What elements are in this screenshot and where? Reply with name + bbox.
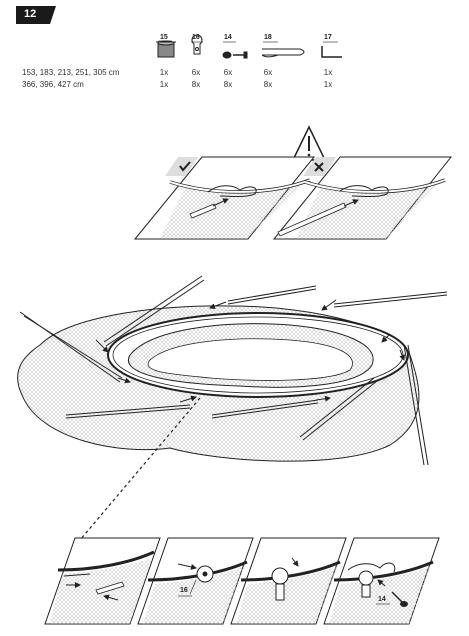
part-number-14: 14 bbox=[224, 34, 232, 41]
loop-cord-icon bbox=[261, 48, 305, 58]
detail-pointer-line bbox=[79, 397, 201, 541]
qty-cell: 8x bbox=[191, 80, 201, 89]
step-badge-shape bbox=[16, 6, 56, 24]
part-number-15: 15 bbox=[160, 34, 168, 41]
part-number-16: 16 bbox=[192, 34, 200, 41]
qty-cell: 1x bbox=[159, 68, 169, 77]
warning-icon bbox=[291, 125, 327, 161]
callout-screw: 14 bbox=[378, 596, 386, 603]
part-number-18: 18 bbox=[264, 34, 272, 41]
size-row-label: 366, 396, 427 cm bbox=[22, 80, 84, 89]
qty-cell: 1x bbox=[323, 80, 333, 89]
screw-nut-icon bbox=[222, 51, 248, 59]
qty-cell: 6x bbox=[191, 68, 201, 77]
qty-cell: 1x bbox=[323, 68, 333, 77]
qty-cell: 1x bbox=[159, 80, 169, 89]
trampoline-enclosure bbox=[17, 305, 420, 462]
qty-cell: 6x bbox=[223, 68, 233, 77]
pole-cap-icon bbox=[156, 40, 176, 58]
detail-panel-3 bbox=[230, 537, 347, 625]
cross-icon bbox=[303, 157, 336, 176]
step-number: 12 bbox=[24, 8, 37, 20]
check-icon bbox=[165, 157, 198, 176]
hex-key-icon bbox=[321, 46, 342, 58]
correct-panel bbox=[133, 156, 316, 240]
poles bbox=[19, 275, 448, 466]
step-badge: 12 bbox=[16, 6, 56, 24]
clip-icon bbox=[191, 34, 203, 55]
attachment-arrows bbox=[95, 299, 405, 403]
qty-cell: 8x bbox=[223, 80, 233, 89]
callout-clip: 16 bbox=[180, 587, 188, 594]
qty-cell: 8x bbox=[263, 80, 273, 89]
detail-panel-2 bbox=[137, 537, 254, 625]
size-row-label: 153, 183, 213, 251, 305 cm bbox=[22, 68, 120, 77]
part-number-17: 17 bbox=[324, 34, 332, 41]
detail-panel-4 bbox=[323, 537, 440, 625]
detail-panel-1 bbox=[44, 537, 161, 625]
incorrect-panel bbox=[272, 156, 453, 240]
qty-cell: 6x bbox=[263, 68, 273, 77]
